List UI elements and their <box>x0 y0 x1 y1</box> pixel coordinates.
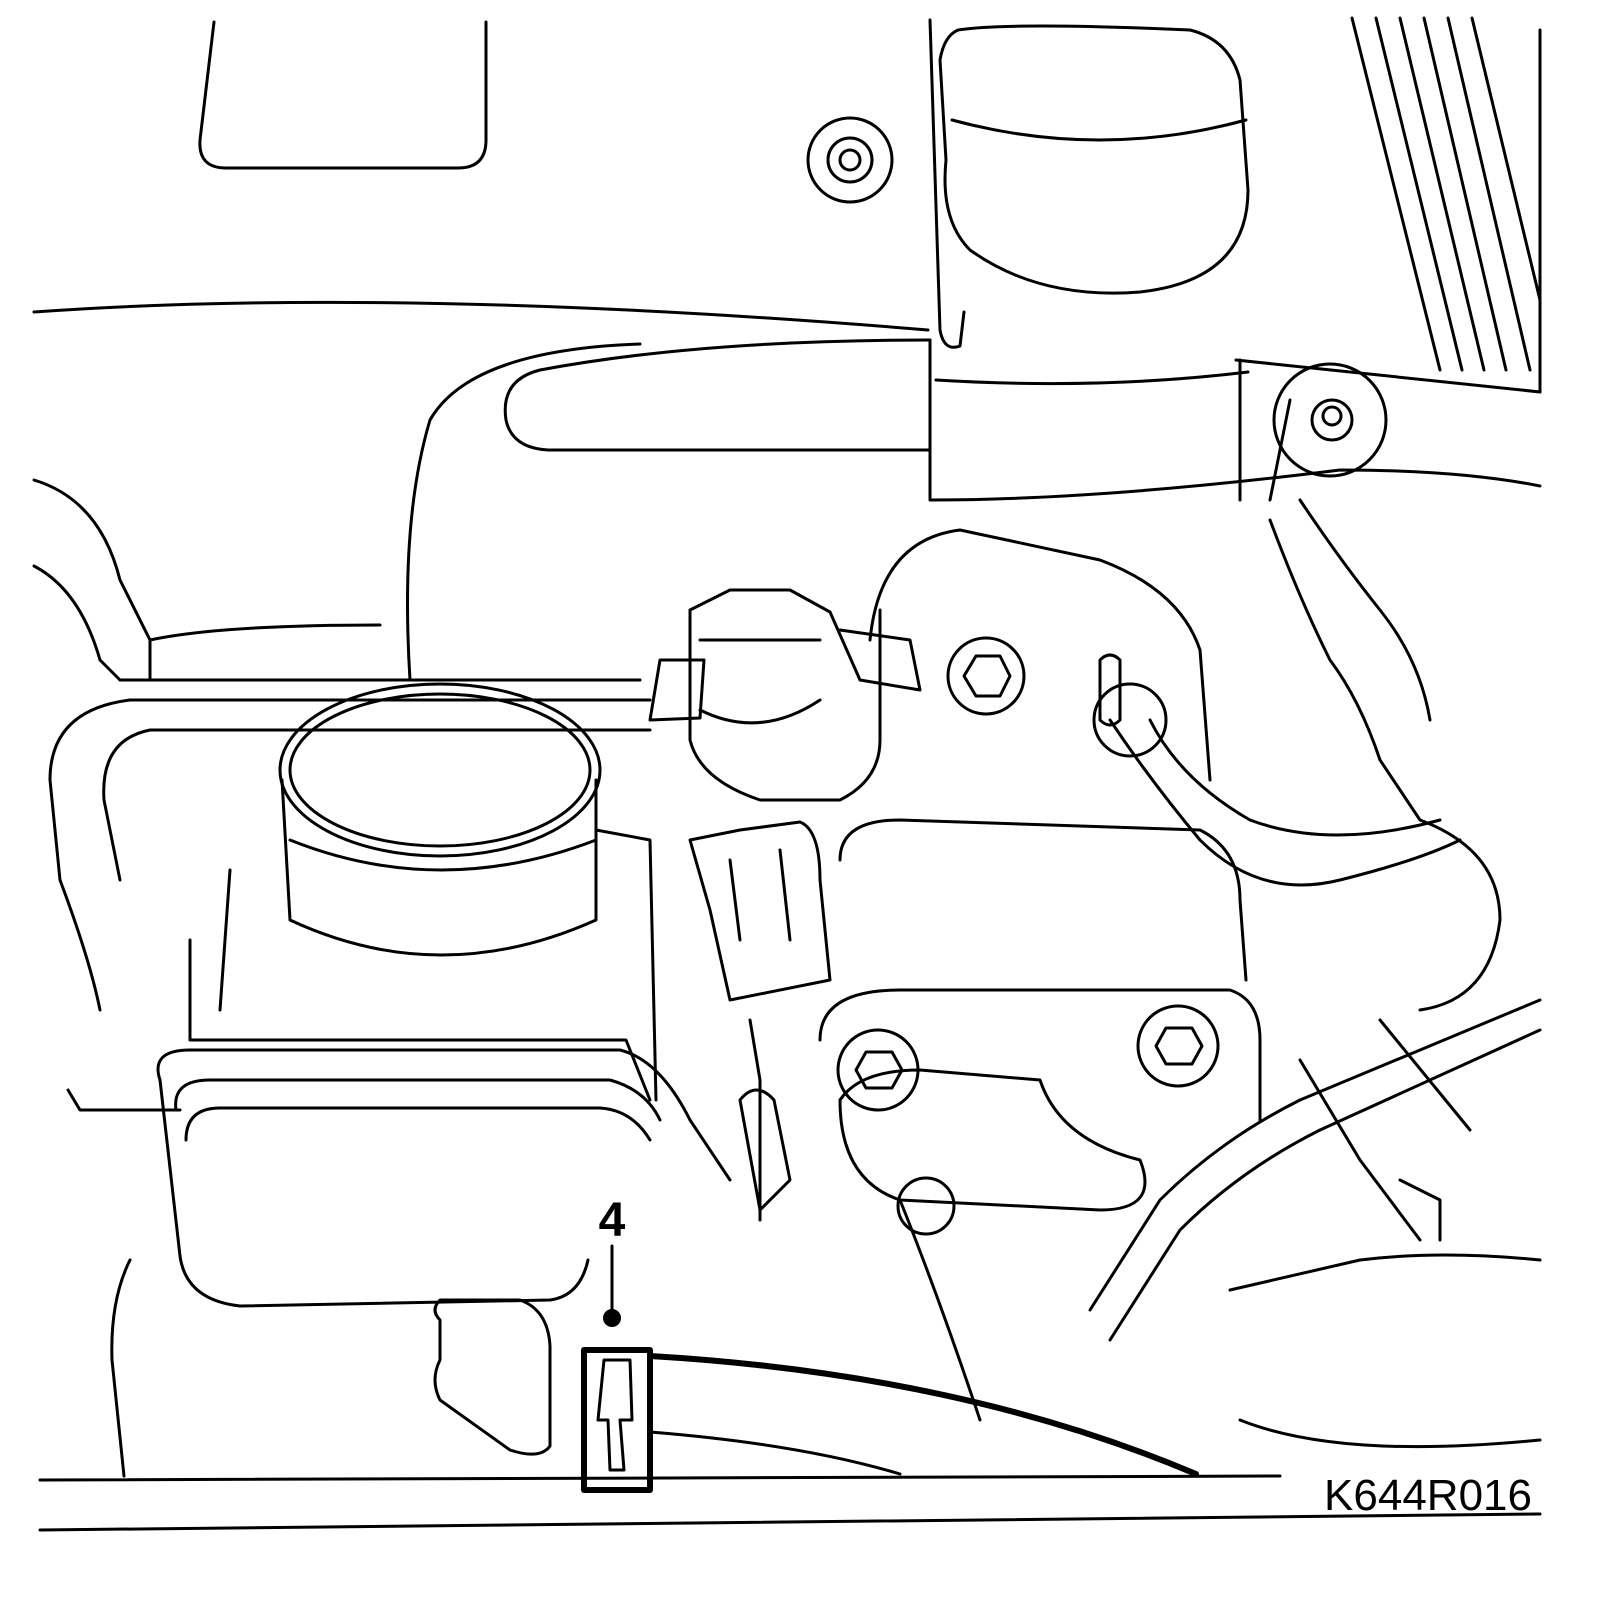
fluid-reservoir <box>156 682 732 1308</box>
electrical-connector <box>688 820 832 1222</box>
callout-4-label: 4 <box>599 1194 626 1247</box>
hose-from-clamp <box>647 1353 1199 1477</box>
left-hose <box>48 698 652 1012</box>
callout-4-dot <box>603 1309 621 1327</box>
oil-filler-cap <box>928 18 1250 349</box>
body-edge-top <box>32 300 930 332</box>
bracket-band <box>928 338 1542 502</box>
frame-line-upper <box>38 1474 1282 1482</box>
frame-line-lower <box>38 1512 1542 1532</box>
lower-body <box>66 1088 1542 1478</box>
figure-code: K644R016 <box>1324 1471 1532 1520</box>
right-hose <box>1268 518 1502 1012</box>
bolt-right <box>1272 362 1388 478</box>
left-body-structure <box>32 478 642 682</box>
body-edge-right <box>934 370 1250 386</box>
intake-duct <box>503 338 932 452</box>
flange-assembly <box>818 528 1462 1236</box>
clamp-component-4 <box>581 1347 653 1493</box>
right-cables <box>1088 998 1542 1342</box>
bolt-top <box>806 116 894 204</box>
ribbed-housing <box>1234 16 1542 394</box>
pump-body <box>648 588 922 802</box>
engine-cover-panel <box>198 20 488 170</box>
